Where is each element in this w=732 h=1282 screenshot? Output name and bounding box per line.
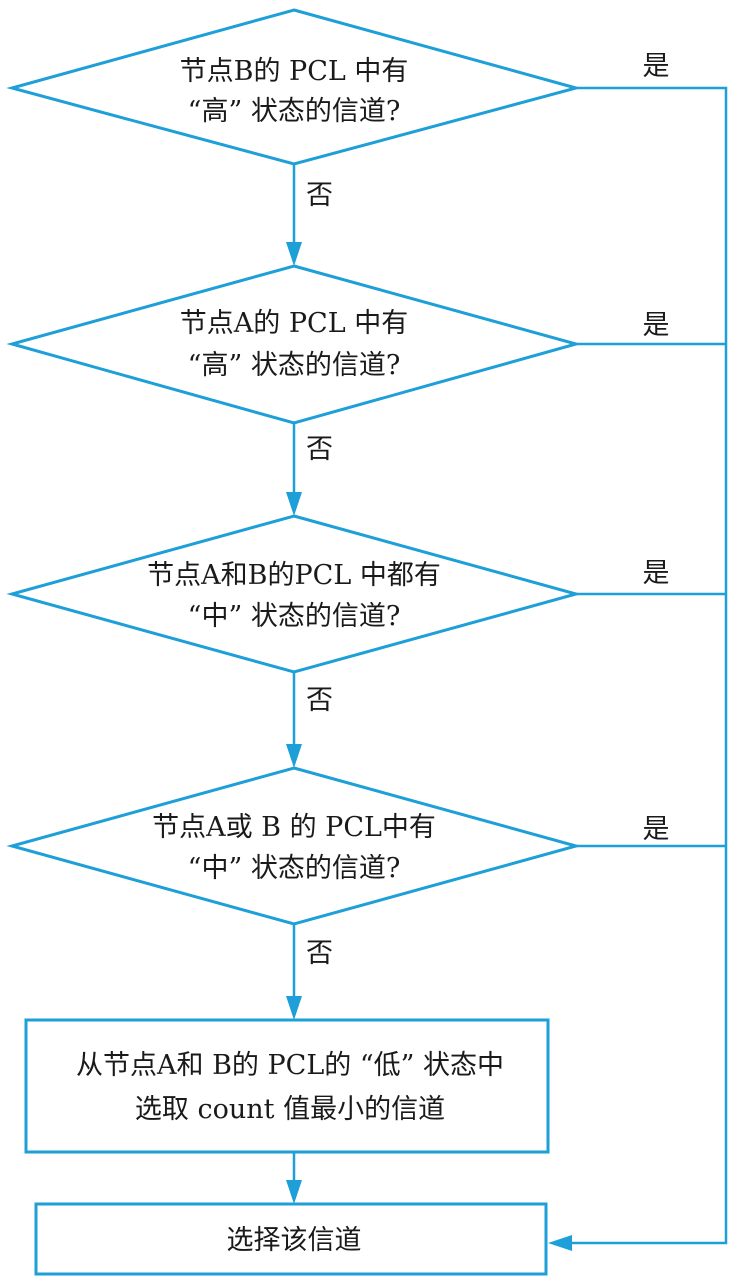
process-box	[24, 1018, 550, 1154]
no-label-4: 否	[306, 938, 333, 969]
process-step: 从节点A和 B的 PCL的 “低” 状态中 选取 count 值最小的信道	[24, 1018, 550, 1154]
process-to-terminal-arrowhead	[286, 1180, 302, 1204]
terminal-box	[34, 1202, 548, 1276]
decision-2-line2: “高” 状态的信道?	[188, 350, 401, 381]
decision-4-line2: “中” 状态的信道?	[188, 853, 401, 884]
decision-2-line1: 节点A的 PCL 中有	[180, 308, 408, 339]
decision-4-diamond	[6, 766, 582, 926]
no-arrowhead-3	[286, 744, 302, 768]
decision-3: 节点A和B的PCL 中都有 “中” 状态的信道?	[6, 514, 582, 674]
decision-4-line1: 节点A或 B 的 PCL中有	[152, 812, 436, 843]
decision-4: 节点A或 B 的 PCL中有 “中” 状态的信道?	[6, 766, 582, 926]
decision-1-diamond	[6, 8, 582, 166]
decision-3-line2: “中” 状态的信道?	[188, 601, 401, 632]
no-arrowhead-2	[286, 492, 302, 516]
decision-1-line1: 节点B的 PCL 中有	[180, 56, 409, 87]
yes-label-4: 是	[643, 814, 670, 845]
process-line2: 选取 count 值最小的信道	[135, 1094, 445, 1125]
process-line1: 从节点A和 B的 PCL的 “低” 状态中	[76, 1050, 504, 1081]
decision-3-line1: 节点A和B的PCL 中都有	[147, 560, 441, 591]
yes-label-1: 是	[643, 51, 670, 82]
decision-3-diamond	[6, 514, 582, 674]
decision-2-diamond	[6, 264, 582, 425]
yes-bus-line	[570, 86, 728, 1245]
decision-1: 节点B的 PCL 中有 “高” 状态的信道?	[6, 8, 582, 166]
decision-1-line2: “高” 状态的信道?	[188, 96, 401, 127]
yes-label-2: 是	[643, 310, 670, 341]
terminal-step: 选择该信道	[34, 1202, 548, 1276]
no-arrowhead-4	[286, 996, 302, 1020]
terminal-label: 选择该信道	[227, 1225, 362, 1256]
no-label-3: 否	[306, 685, 333, 716]
yes-label-3: 是	[643, 558, 670, 589]
no-arrowhead-1	[286, 242, 302, 266]
no-label-1: 否	[306, 180, 333, 211]
terminal-arrowhead	[548, 1235, 572, 1251]
no-label-2: 否	[306, 434, 333, 465]
decision-2: 节点A的 PCL 中有 “高” 状态的信道?	[6, 264, 582, 425]
